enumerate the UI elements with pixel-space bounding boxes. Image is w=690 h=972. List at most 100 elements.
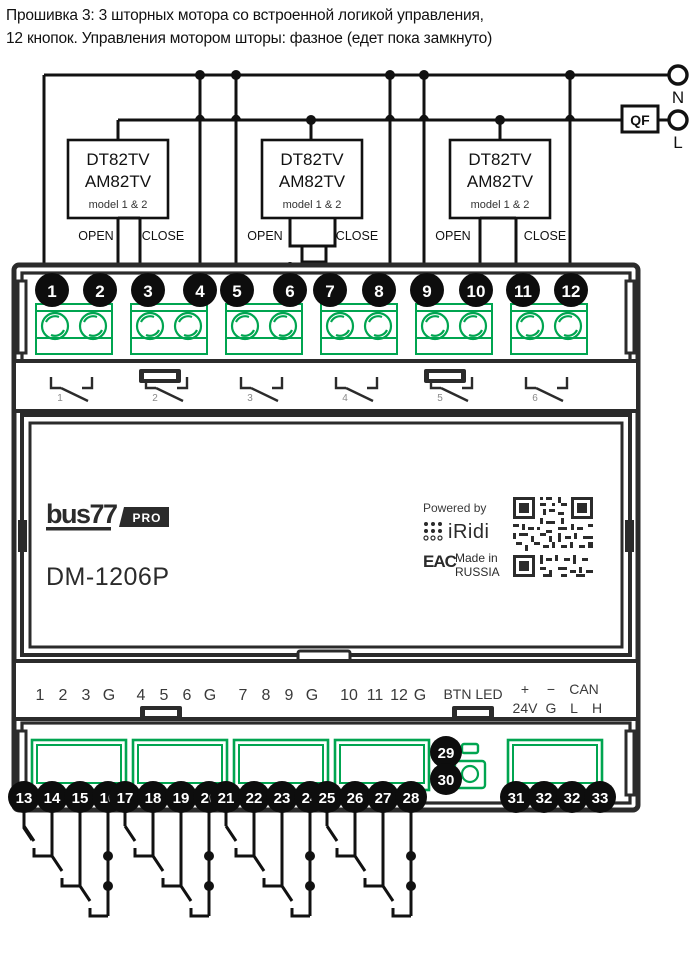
motor-2-open-label: OPEN: [247, 229, 282, 243]
svg-text:29: 29: [438, 745, 455, 762]
relay-symbol-1: [49, 377, 94, 403]
top-terminal-blocks[interactable]: [35, 303, 588, 355]
svg-text:1: 1: [47, 282, 56, 301]
relay-symbol-5: [424, 369, 474, 403]
powered-by-label: Powered by: [423, 501, 486, 515]
motor-1-body: [66, 138, 170, 220]
button-wiring: [22, 803, 413, 918]
motor-1-model-line-3: model 1 & 2: [89, 199, 148, 211]
qr-code-icon: [511, 495, 595, 579]
input-label: G: [103, 687, 115, 704]
svg-text:15: 15: [72, 790, 89, 807]
device-top-right-tab: [624, 279, 636, 355]
relay-number: 5: [437, 393, 443, 404]
brand-logo-text: bus77: [46, 499, 117, 529]
device-left-grip: [18, 520, 27, 552]
svg-text:6: 6: [285, 282, 294, 301]
terminal-badge: 7: [313, 273, 347, 307]
terminal-badge: 23: [266, 781, 298, 813]
motor-1-model-line-2: AM82TV: [85, 172, 152, 191]
terminal-block-pair-4: [320, 303, 398, 355]
svg-text:7: 7: [325, 282, 334, 301]
svg-text:26: 26: [347, 790, 364, 807]
bottom-input-labels: 1 2 3 G 4 5 6 G 7 8 9 G 10 11 12 G: [36, 687, 427, 704]
btn-led-label: BTN LED: [443, 686, 502, 702]
input-label: 3: [82, 687, 91, 704]
made-in-line-1: Made in: [455, 551, 498, 565]
relay-symbol-3: [239, 377, 284, 403]
device-label-strip: [12, 659, 640, 721]
terminal-badge: 19: [165, 781, 197, 813]
motor-1-model-line-1: DT82TV: [86, 150, 150, 169]
brand-badge-shape: [119, 507, 169, 527]
device-branding: bus77 PRO DM-1206P: [46, 499, 169, 591]
button-group-4: [325, 803, 413, 918]
device-top-left-tab: [16, 279, 28, 355]
terminal-badge: 18: [137, 781, 169, 813]
terminal-badge: 8: [362, 273, 396, 307]
terminal-badge: 14: [36, 781, 68, 813]
terminal-badge: 9: [410, 273, 444, 307]
terminal-badge: 21: [210, 781, 242, 813]
input-label: 12: [390, 687, 408, 704]
junction-dot: [419, 70, 429, 80]
terminal-badge: 6: [273, 273, 307, 307]
motor-2-cross-inner: [300, 246, 328, 264]
motor-3-model-line-1: DT82TV: [468, 150, 532, 169]
motor-1-open-label: OPEN: [78, 229, 113, 243]
junction-dot: [306, 115, 316, 125]
terminal-badge: 3: [131, 273, 165, 307]
breaker-box: [620, 104, 660, 134]
status-led-icon: [460, 742, 480, 755]
junction-dots: [117, 70, 575, 125]
terminal-block-pair-5: [415, 303, 493, 355]
terminal-badge: 17: [109, 781, 141, 813]
bottom-terminal-badges[interactable]: 13 14 15 16 17 18 19 20 21 22 23 24 25 2…: [8, 781, 427, 813]
line-terminal-ring: [667, 109, 689, 131]
terminal-badge: 26: [339, 781, 371, 813]
svg-text:17: 17: [117, 790, 134, 807]
terminal-block-pair-2: [130, 303, 208, 355]
brand-logo-underline: [46, 527, 111, 531]
input-label: 10: [340, 687, 358, 704]
terminal-badge: 29: [430, 736, 462, 768]
led-and-button-hardware[interactable]: [453, 742, 487, 790]
power-terminal-badges[interactable]: 31 32 32 33: [500, 781, 616, 813]
power-label-minus: −: [547, 681, 555, 697]
svg-text:13: 13: [16, 790, 33, 807]
input-label: 7: [239, 687, 248, 704]
motor-3-model-line-3: model 1 & 2: [471, 199, 530, 211]
power-label-can: CAN: [569, 681, 599, 697]
power-label-l: L: [570, 700, 578, 716]
input-label: 9: [285, 687, 294, 704]
relay-symbol-6: [524, 377, 569, 403]
relay-strip: [12, 359, 640, 413]
terminal-badge: 30: [430, 763, 462, 795]
motor-3-close-label: CLOSE: [524, 229, 566, 243]
brand-badge-text: PRO: [132, 511, 161, 525]
led-terminal-badges[interactable]: 29 30: [430, 736, 462, 795]
input-label: 4: [137, 687, 146, 704]
input-label: 6: [183, 687, 192, 704]
svg-text:23: 23: [274, 790, 291, 807]
page-title-line-2: 12 кнопок. Управления мотором шторы: фаз…: [6, 30, 493, 47]
relay-symbol-2: [139, 369, 189, 403]
svg-text:14: 14: [44, 790, 61, 807]
top-terminal-badges[interactable]: 1 2 3 4 5 6 7 8 9 10 11 12: [35, 273, 588, 307]
button-wiring-dots: [103, 851, 416, 891]
input-label: 5: [160, 687, 169, 704]
power-label-plus: +: [521, 681, 529, 697]
svg-text:25: 25: [319, 790, 336, 807]
motor-box-2: DT82TV AM82TV model 1 & 2 OPEN CLOSE: [247, 138, 378, 290]
relay-number: 1: [57, 393, 63, 404]
svg-text:8: 8: [374, 282, 383, 301]
eac-mark-text: EAC: [423, 552, 457, 571]
junction-dot: [495, 115, 505, 125]
wire-crossing-hops: [194, 114, 576, 121]
input-label: 11: [367, 687, 384, 704]
svg-text:9: 9: [422, 282, 431, 301]
bottom-din-clips: [140, 706, 494, 720]
motor-1-close-label: CLOSE: [142, 229, 184, 243]
device-bottom-right-tab: [624, 729, 636, 797]
